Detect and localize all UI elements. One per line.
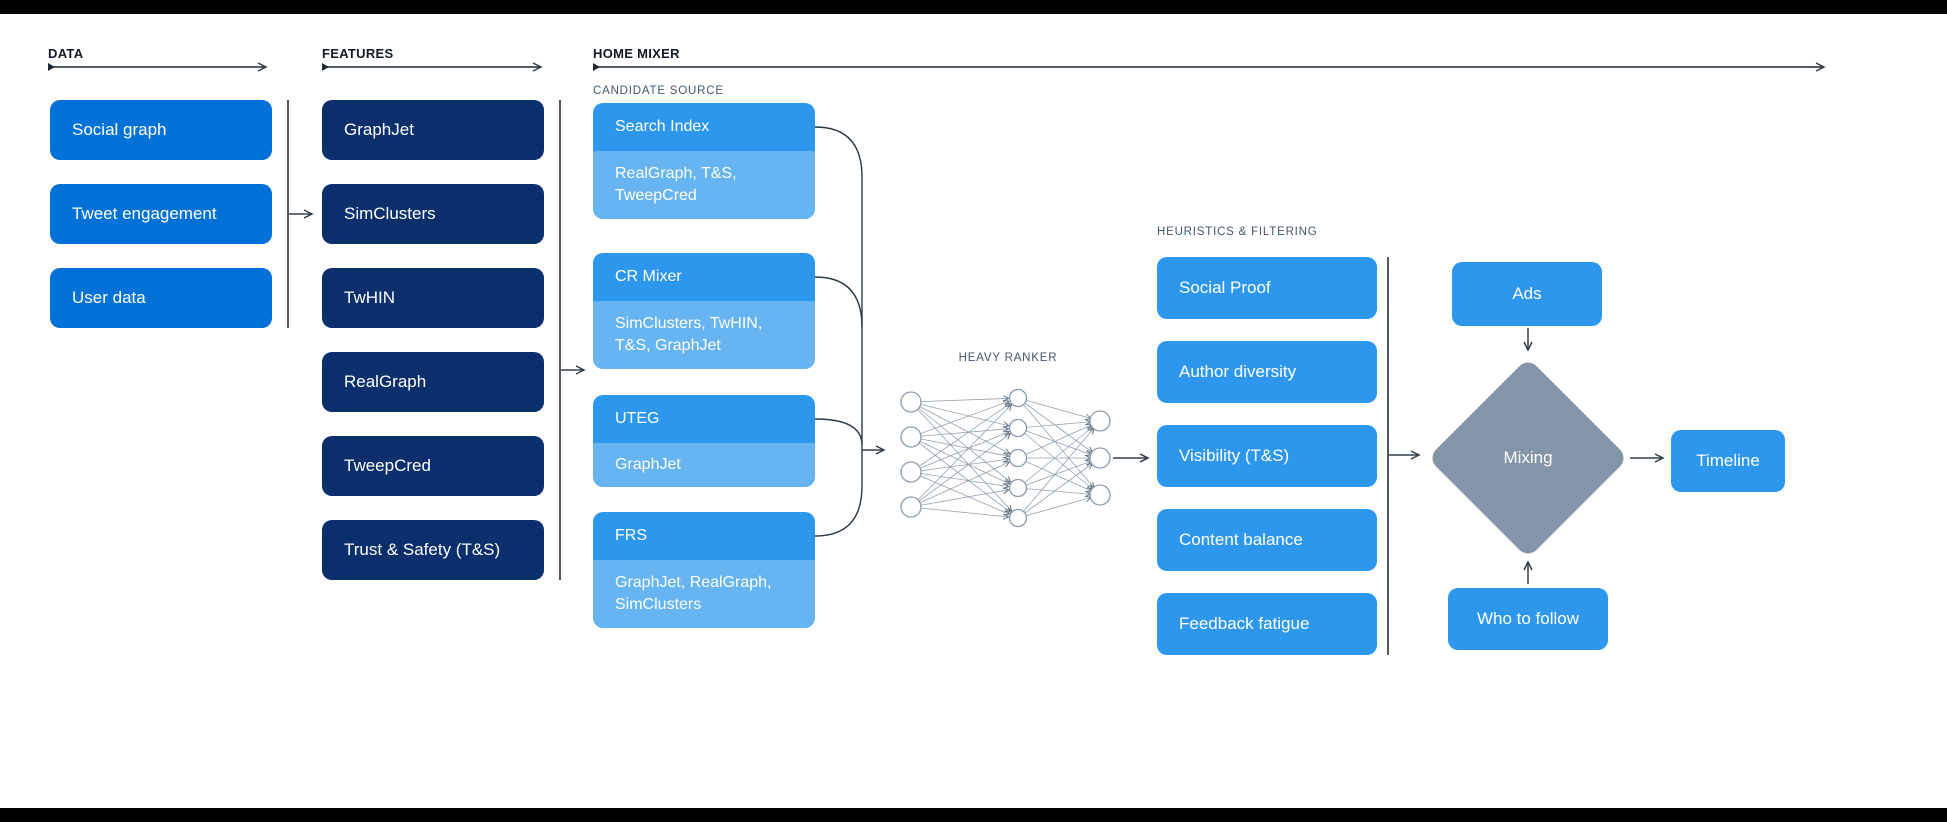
section-header-data: DATA: [48, 46, 84, 61]
timeline-box: Timeline: [1671, 430, 1785, 492]
ads-box: Ads: [1452, 262, 1602, 326]
heavy-ranker-label: HEAVY RANKER: [958, 352, 1058, 364]
section-header-features: FEATURES: [322, 46, 394, 61]
nn-edges: [910, 398, 1101, 518]
section-header-home-mixer: HOME MIXER: [593, 46, 680, 61]
mixing-label: Mixing: [1503, 448, 1553, 467]
candidate-features: GraphJet: [593, 443, 815, 488]
candidate-features: SimClusters, TwHIN, T&S, GraphJet: [593, 301, 815, 370]
candidate-features: GraphJet, RealGraph, SimClusters: [593, 560, 815, 629]
heuristic-box-feedback-fatigue: Feedback fatigue: [1157, 593, 1377, 655]
feature-box-realgraph: RealGraph: [322, 352, 544, 412]
feature-box-simclusters: SimClusters: [322, 184, 544, 244]
heuristic-box-visibility: Visibility (T&S): [1157, 425, 1377, 487]
feature-box-trust-safety: Trust & Safety (T&S): [322, 520, 544, 580]
candidate-name: UTEG: [593, 395, 815, 443]
candidate-features: RealGraph, T&S, TweepCred: [593, 151, 815, 220]
candidate-search-index: Search Index RealGraph, T&S, TweepCred: [593, 103, 815, 220]
candidate-uteg: UTEG GraphJet: [593, 395, 815, 488]
feature-box-graphjet: GraphJet: [322, 100, 544, 160]
bottom-letterbox-bar: [0, 808, 1947, 822]
candidate-name: CR Mixer: [593, 253, 815, 301]
feature-box-twhin: TwHIN: [322, 268, 544, 328]
data-box-tweet-engagement: Tweet engagement: [50, 184, 272, 244]
heuristic-box-social-proof: Social Proof: [1157, 257, 1377, 319]
top-letterbox-bar: [0, 0, 1947, 14]
candidate-source-label: CANDIDATE SOURCE: [593, 85, 724, 97]
heuristics-filtering-label: HEURISTICS & FILTERING: [1157, 226, 1318, 238]
who-to-follow-box: Who to follow: [1448, 588, 1608, 650]
data-box-social-graph: Social graph: [50, 100, 272, 160]
heuristic-box-author-diversity: Author diversity: [1157, 341, 1377, 403]
neural-network-illustration: [900, 388, 1111, 528]
data-box-user-data: User data: [50, 268, 272, 328]
candidate-cr-mixer: CR Mixer SimClusters, TwHIN, T&S, GraphJ…: [593, 253, 815, 370]
nn-nodes: [900, 388, 1111, 528]
heuristic-box-content-balance: Content balance: [1157, 509, 1377, 571]
candidate-name: FRS: [593, 512, 815, 560]
candidate-name: Search Index: [593, 103, 815, 151]
candidate-frs: FRS GraphJet, RealGraph, SimClusters: [593, 512, 815, 629]
feature-box-tweepcred: TweepCred: [322, 436, 544, 496]
